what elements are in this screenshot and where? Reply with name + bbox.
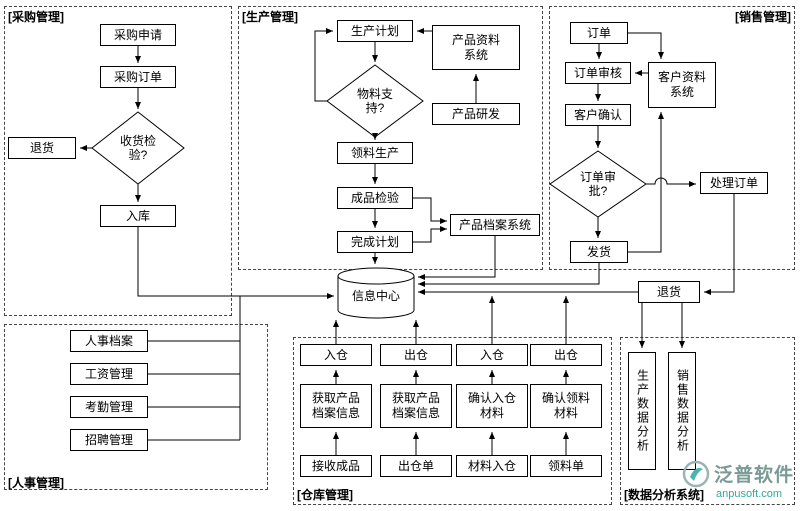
analytics-section	[620, 337, 795, 505]
wh-col1-mid-label: 获取产品档案信息	[311, 391, 360, 420]
watermark-domain: anpusoft.com	[716, 488, 783, 500]
info-center-cylinder-top	[337, 267, 415, 285]
order-review-node: 订单审核	[565, 62, 631, 84]
sales-analysis-node: 销售数据分析	[668, 352, 696, 470]
wh-col2-mid-node: 获取产品档案信息	[380, 384, 452, 428]
wh-col4-mid-node: 确认领料材料	[530, 384, 602, 428]
wh-col3-bottom-node: 材料入仓	[456, 455, 528, 477]
customer-data-system-label: 客户资料系统	[657, 70, 706, 99]
wh-col3-mid-node: 确认入仓材料	[456, 384, 528, 428]
product-rd-node: 产品研发	[432, 103, 520, 125]
analytics-section-label: [数据分析系统]	[624, 488, 704, 502]
watermark-brand: 泛普软件	[714, 465, 795, 486]
procurement-section-label: [采购管理]	[8, 10, 64, 24]
order-node: 订单	[570, 22, 628, 44]
info-center-cylinder-body	[337, 276, 415, 319]
product-archive-system-node: 产品档案系统	[450, 214, 540, 236]
watermark: 泛普软件 anpusoft.com	[682, 458, 797, 508]
stock-in-node: 入库	[100, 205, 176, 227]
sales-section	[549, 6, 795, 270]
wh-col2-top-node: 出仓	[380, 344, 452, 366]
wh-col1-mid-node: 获取产品档案信息	[300, 384, 372, 428]
wh-col1-top-node: 入仓	[300, 344, 372, 366]
hr-section	[4, 324, 268, 490]
customer-data-system-node: 客户资料系统	[648, 62, 716, 108]
wh-col4-top-node: 出仓	[530, 344, 602, 366]
complete-plan-node: 完成计划	[337, 231, 413, 253]
wh-col3-mid-label: 确认入仓材料	[467, 391, 516, 420]
production-analysis-node: 生产数据分析	[628, 352, 656, 470]
wh-col2-mid-label: 获取产品档案信息	[391, 391, 440, 420]
wh-col4-mid-label: 确认领料材料	[541, 391, 590, 420]
production-section-label: [生产管理]	[242, 10, 298, 24]
customer-confirm-node: 客户确认	[565, 104, 631, 126]
material-support-decision: 物料支持?	[356, 87, 393, 115]
sales-section-label: [销售管理]	[735, 10, 791, 24]
warehouse-section	[293, 337, 612, 505]
wh-col4-bottom-node: 领料单	[530, 455, 602, 477]
hr-bus-line	[148, 296, 241, 441]
wh-col2-bottom-node: 出仓单	[380, 455, 452, 477]
warehouse-section-label: [仓库管理]	[297, 488, 353, 502]
hr-section-label: [人事管理]	[8, 476, 64, 490]
hr-recruitment-node: 招聘管理	[70, 429, 148, 451]
purchase-return-node: 退货	[8, 137, 76, 159]
purchase-request-node: 采购申请	[100, 24, 176, 46]
order-approval-decision: 订单审批?	[579, 170, 616, 198]
info-center-node: 信息中心	[351, 289, 400, 303]
purchase-order-node: 采购订单	[100, 66, 176, 88]
wh-col1-bottom-node: 接收成品	[300, 455, 372, 477]
hr-salary-node: 工资管理	[70, 363, 148, 385]
picking-production-node: 领料生产	[337, 142, 413, 164]
receiving-inspection-decision: 收货检验?	[119, 134, 156, 162]
finished-inspection-node: 成品检验	[337, 187, 413, 209]
procurement-section	[4, 6, 232, 316]
wh-col3-top-node: 入仓	[456, 344, 528, 366]
product-data-system-label: 产品资料系统	[451, 32, 500, 62]
hr-personnel-file-node: 人事档案	[70, 330, 148, 352]
hr-attendance-node: 考勤管理	[70, 396, 148, 418]
process-order-node: 处理订单	[700, 172, 768, 194]
ship-goods-node: 发货	[570, 241, 628, 263]
fanpu-logo-icon	[682, 460, 710, 488]
sales-return-node: 退货	[638, 281, 700, 303]
production-plan-node: 生产计划	[337, 20, 413, 42]
product-data-system-node: 产品资料系统	[432, 25, 520, 70]
